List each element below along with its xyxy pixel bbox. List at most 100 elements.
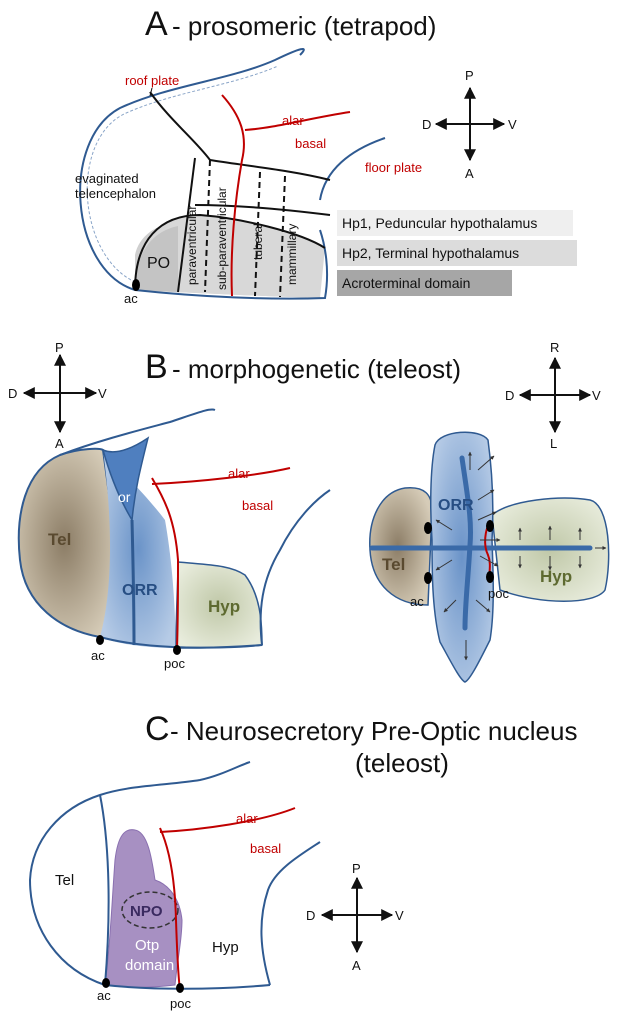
ac-dot-b [96,635,104,645]
axis-a-top: P [465,68,474,83]
alar-basal-branch-b [151,467,291,485]
axis-c-left: D [306,908,315,923]
paraventricular-boundary [177,157,196,293]
legend-box-acroterminal [337,270,512,296]
subparaventricular-boundary [204,159,211,293]
evaginated-label-1: evaginated [75,171,139,186]
otp-label-1: Otp [135,937,159,954]
evaginated-label-2: telencephalon [75,186,156,201]
basal-label-c: basal [250,841,281,856]
right-poc-dot [486,571,494,583]
alar-basal-line-c [159,827,181,991]
right-tel-label: Tel [382,555,405,574]
panel-a-outline-right [319,137,386,201]
orr-label-b: ORR [122,582,158,599]
panel-c-title-1: - Neurosecretory Pre-Optic nucleus [170,716,577,746]
panel-a-letter: A [145,5,168,43]
panel-c-tel-boundary [99,794,110,986]
panel-b-letter: B [145,348,168,386]
panel-c-outline-right [260,841,321,986]
panel-a-inner-dash [86,65,279,285]
panel-b-outline [59,408,216,456]
tel-boundary [209,159,331,181]
panel-a-title: - prosomeric (tetrapod) [172,11,436,41]
hp-boundary [134,213,326,291]
legend-box-hp1 [337,210,573,236]
panel-c-outline [28,761,251,986]
po-region [135,226,178,292]
axis-cross-c: P A D V [306,861,404,973]
legend-hp1: Hp1, Peduncular hypothalamus [342,215,537,231]
right-orr-label: ORR [438,497,474,514]
otp-label-2: domain [125,957,174,974]
right-ac-label: ac [410,594,424,609]
ac-label-b: ac [91,648,105,663]
alar-basal-branch-a [244,111,351,131]
ac-dot-c [102,978,110,988]
right-orr-midline [459,455,474,631]
basal-label-b: basal [242,498,273,513]
alar-label-b: alar [228,466,250,481]
legend-box-hp2 [337,240,577,266]
panel-c: C - Neurosecretory Pre-Optic nucleus (te… [28,710,577,1011]
otp-domain [104,829,183,988]
ac-dot-a [132,279,140,291]
tuberal-boundary [254,171,261,297]
roof-plate-pointer [149,87,153,97]
axis-cross-b-left: P A D V [8,340,107,451]
basal-label-a: basal [295,136,326,151]
panel-c-letter: C [145,710,170,748]
right-growth-arrows [435,451,607,661]
or-label: or [118,489,131,505]
right-dot-2 [486,520,494,532]
right-hyp-label: Hyp [540,567,572,586]
panel-c-title-2: (teleost) [355,748,449,778]
legend-acroterminal: Acroterminal domain [342,275,470,291]
panel-a: A - prosomeric (tetrapod) roof plate ala… [75,5,577,306]
axis-br-bottom: L [550,436,557,451]
tuberal-label: tuberal [251,223,265,260]
axis-a-left: D [422,117,431,132]
poc-dot-c [176,983,184,993]
roof-boundary [149,91,211,161]
poc-label-c: poc [170,996,191,1011]
alar-label-c: alar [236,811,258,826]
axis-br-left: D [505,388,514,403]
orr-region-b [100,450,176,648]
hyp-label-b: Hyp [208,597,240,616]
alar-basal-branch-c [159,807,296,833]
axis-bl-bottom: A [55,436,64,451]
panel-b-outline-bottom [99,636,263,649]
axis-br-right: V [592,388,601,403]
alar-basal-line-b [151,477,180,649]
axis-c-bottom: A [352,958,361,973]
tel-label-b: Tel [48,530,71,549]
axis-cross-a: P A D V [422,68,517,181]
panel-b-outline-right [259,489,331,646]
floor-plate-label: floor plate [365,160,422,175]
right-poc-label: poc [488,586,509,601]
ac-label-a: ac [124,291,138,306]
tel-label-c: Tel [55,872,74,889]
axis-c-right: V [395,908,404,923]
axis-c-top: P [352,861,361,876]
npo-ellipse [121,891,179,929]
hp2-region [135,215,325,298]
axis-a-right: V [508,117,517,132]
poc-dot-b [173,645,181,655]
axis-bl-left: D [8,386,17,401]
or-region-b [101,436,150,523]
panel-a-outline [79,48,305,291]
axis-br-top: R [550,340,559,355]
right-ac-dot [424,572,432,584]
subparaventricular-label: sub-paraventricular [215,187,229,290]
poc-label-b: poc [164,656,185,671]
axis-bl-right: V [98,386,107,401]
po-label: PO [147,255,170,272]
axis-cross-b-right: R L D V [505,340,601,451]
orr-midline-b [130,519,136,646]
horizontal-boundary-2 [194,204,331,216]
mammillary-boundary [279,175,286,298]
alar-basal-line-a [221,94,245,297]
